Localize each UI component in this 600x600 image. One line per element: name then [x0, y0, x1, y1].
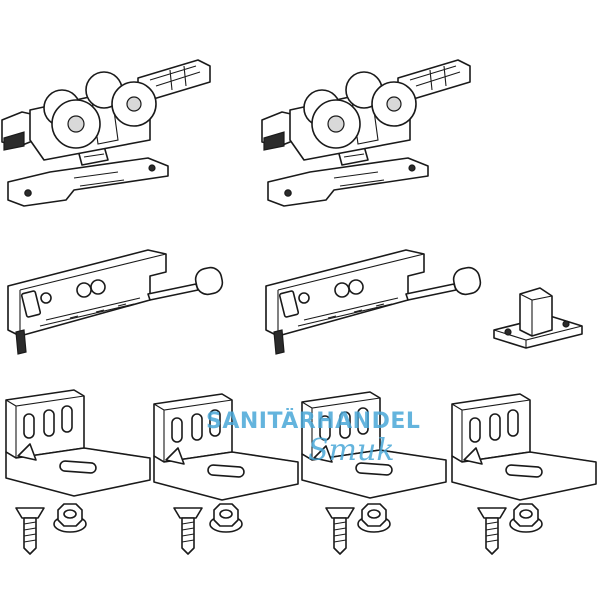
damper [265, 249, 484, 355]
flange-nut [509, 503, 543, 533]
countersunk-screw [15, 507, 45, 555]
flange-nut [53, 503, 87, 533]
flange-nut [357, 503, 391, 533]
floor-guide [493, 287, 583, 349]
watermark-brand: SANITÄRHANDEL [206, 408, 420, 434]
countersunk-screw [477, 507, 507, 555]
angle-bracket [5, 389, 151, 497]
countersunk-screw [173, 507, 203, 555]
roller-carriage [1, 59, 211, 207]
watermark: SANITÄRHANDEL Smuk [206, 408, 420, 468]
angle-bracket [451, 393, 597, 501]
countersunk-screw [325, 507, 355, 555]
roller-carriage [261, 59, 471, 207]
watermark-script: Smuk [308, 433, 395, 468]
flange-nut [209, 503, 243, 533]
damper [7, 249, 226, 355]
